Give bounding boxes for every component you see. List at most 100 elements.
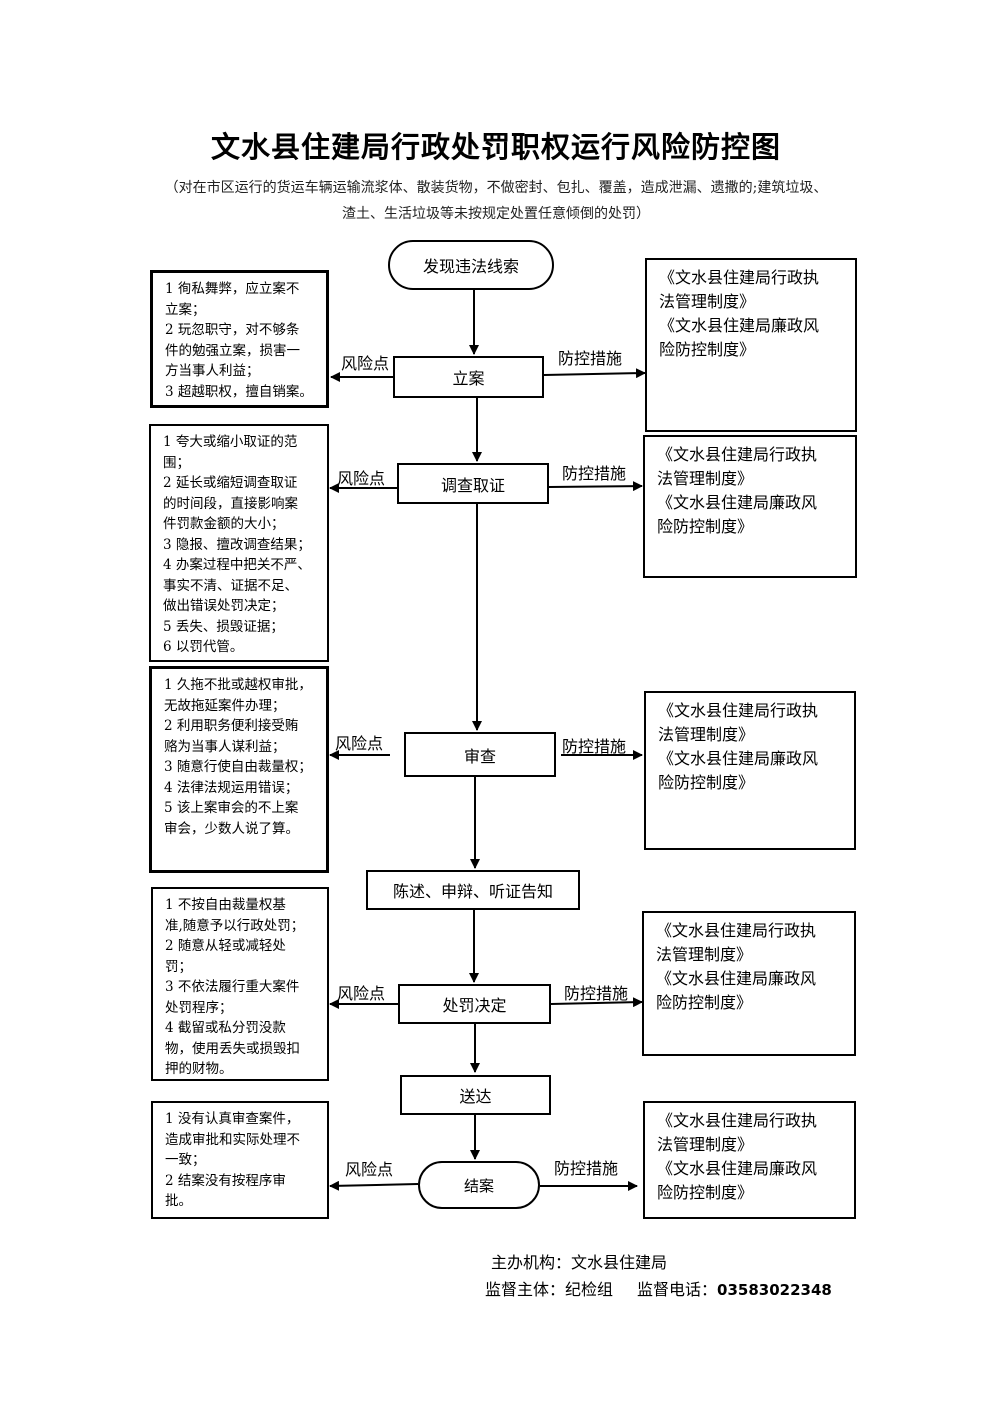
step-filing: 立案 (393, 356, 544, 398)
step-service: 送达 (400, 1075, 551, 1115)
risk-line: 2 随意从轻或减轻处 (165, 938, 286, 954)
measure-line: 《文水县住建局廉政风 (656, 969, 817, 988)
risk-line: 3 不依法履行重大案件 (165, 979, 300, 995)
risk-line: 3 随意行使自由裁量权； (164, 759, 312, 775)
risk-line: 5 丢失、损毁证据； (163, 618, 284, 635)
risk-box-decision: 1 不按自由裁量权基 准,随意予以行政处罚； 2 随意从轻或减轻处 罚； 3 不… (151, 887, 329, 1081)
measure-line: 《文水县住建局廉政风 (657, 1159, 818, 1178)
risk-line: 2 玩忽职守，对不够条 (165, 322, 300, 338)
measure-line: 《文水县住建局行政执 (658, 701, 819, 720)
measure-label-investigation: 防控措施 (562, 464, 627, 483)
risk-line: 审会，少数人说了算。 (164, 820, 299, 837)
measure-line: 险防控制度》 (657, 1183, 754, 1202)
risk-label-review: 风险点 (335, 734, 384, 753)
measure-label-decision: 防控措施 (564, 984, 629, 1003)
risk-line: 1 久拖不批或越权审批， (164, 677, 312, 693)
measure-box-review: 《文水县住建局行政执 法管理制度》 《文水县住建局廉政风 险防控制度》 (644, 691, 856, 850)
measure-box-close: 《文水县住建局行政执 法管理制度》 《文水县住建局廉政风 险防控制度》 (643, 1101, 856, 1219)
arrow-measure-investigation (548, 481, 643, 492)
risk-line: 事实不清、证据不足、 (163, 577, 298, 594)
step-service-label: 送达 (459, 1087, 492, 1106)
step-decision-label: 处罚决定 (442, 996, 507, 1015)
risk-line: 件罚款金额的大小； (163, 516, 285, 532)
measure-line: 险防控制度》 (656, 993, 753, 1012)
risk-line: 2 利用职务便利接受贿 (164, 718, 299, 734)
measure-line: 《文水县住建局行政执 (657, 1111, 818, 1130)
step-close: 结案 (418, 1161, 540, 1209)
risk-line: 5 该上案审会的不上案 (164, 800, 299, 816)
step-review-label: 审查 (463, 746, 496, 766)
step-filing-label: 立案 (452, 369, 485, 388)
risk-line: 方当事人利益； (165, 363, 260, 379)
measure-box-investigation: 《文水县住建局行政执 法管理制度》 《文水县住建局廉政风 险防控制度》 (643, 435, 857, 578)
arrow-measure-decision (550, 997, 643, 1008)
step-investigation: 调查取证 (397, 463, 549, 504)
measure-box-filing: 《文水县住建局行政执 法管理制度》 《文水县住建局廉政风 险防控制度》 (645, 258, 857, 432)
subtitle-line-1: （对在市区运行的货运车辆运输流浆体、散装货物，不做密封、包扎、覆盖，造成泄漏、遗… (164, 180, 828, 196)
measure-line: 《文水县住建局行政执 (659, 268, 820, 287)
footer-phone-label: 监督电话： (637, 1280, 718, 1299)
risk-line: 物，使用丢失或损毁扣 (165, 1040, 300, 1057)
risk-line: 6 以罚代管。 (163, 639, 244, 655)
risk-label-decision: 风险点 (337, 984, 386, 1003)
risk-line: 准,随意予以行政处罚； (165, 917, 305, 934)
risk-line: 1 夸大或缩小取证的范 (163, 434, 298, 450)
risk-line: 件的勉强立案，损害一 (165, 342, 300, 359)
arrow-measure-filing (543, 368, 646, 379)
start-node: 发现违法线索 (388, 240, 554, 290)
arrow-risk-close (329, 1180, 419, 1191)
footer-phone: 03583022348 (717, 1281, 832, 1299)
risk-line: 立案； (165, 301, 206, 318)
risk-line: 3 隐报、擅改调查结果； (163, 536, 311, 553)
risk-line: 4 截留或私分罚没款 (165, 1020, 286, 1036)
measure-line: 法管理制度》 (657, 469, 754, 488)
risk-line: 1 没有认真审查案件， (165, 1111, 300, 1127)
risk-line: 赂为当事人谋利益； (164, 738, 286, 755)
measure-label-review: 防控措施 (562, 737, 627, 756)
risk-label-close: 风险点 (345, 1160, 394, 1179)
measure-line: 险防控制度》 (658, 773, 755, 792)
measure-line: 法管理制度》 (657, 1135, 754, 1154)
measure-line: 险防控制度》 (657, 517, 754, 536)
step-review: 审查 (404, 732, 556, 777)
measure-label-filing: 防控措施 (558, 349, 623, 368)
measure-line: 《文水县住建局廉政风 (659, 316, 820, 335)
measure-line: 法管理制度》 (659, 292, 756, 311)
risk-label-investigation: 风险点 (337, 469, 386, 488)
measure-label-close: 防控措施 (554, 1159, 619, 1178)
measure-line: 《文水县住建局行政执 (657, 445, 818, 464)
step-notice-label: 陈述、申辩、听证告知 (392, 882, 553, 901)
risk-line: 一致； (165, 1152, 206, 1168)
measure-line: 《文水县住建局廉政风 (657, 493, 818, 512)
risk-line: 做出错误处罚决定； (163, 598, 285, 614)
risk-line: 造成审批和实际处理不 (165, 1131, 300, 1148)
risk-line: 2 延长或缩短调查取证 (163, 475, 298, 491)
risk-box-review: 1 久拖不批或越权审批， 无故拖延案件办理； 2 利用职务便利接受贿 赂为当事人… (149, 666, 329, 873)
step-notice: 陈述、申辩、听证告知 (366, 870, 580, 910)
measure-line: 法管理制度》 (658, 725, 755, 744)
risk-line: 围； (163, 454, 190, 471)
risk-line: 批。 (165, 1193, 192, 1209)
risk-line: 1 徇私舞弊，应立案不 (165, 281, 300, 297)
start-node-label: 发现违法线索 (422, 257, 519, 276)
risk-line: 2 结案没有按程序审 (165, 1172, 286, 1189)
risk-line: 1 不按自由裁量权基 (165, 897, 286, 913)
risk-line: 4 法律法规运用错误； (164, 779, 299, 796)
risk-line: 处罚程序； (165, 999, 233, 1016)
footer-supervision: 监督主体：纪检组 监督电话：03583022348 (485, 1276, 832, 1300)
step-close-label: 结案 (463, 1176, 494, 1195)
measure-line: 《文水县住建局行政执 (656, 921, 817, 940)
measure-box-decision: 《文水县住建局行政执 法管理制度》 《文水县住建局廉政风 险防控制度》 (642, 911, 856, 1056)
page-title: 文水县住建局行政处罚职权运行风险防控图 (210, 130, 781, 164)
risk-line: 3 超越职权，擅自销案。 (165, 383, 313, 400)
risk-line: 4 办案过程中把关不严、 (163, 557, 311, 573)
risk-line: 罚； (165, 958, 192, 975)
measure-line: 《文水县住建局廉政风 (658, 749, 819, 768)
subtitle-line-2: 渣土、生活垃圾等未按规定处置任意倾倒的处罚） (342, 206, 650, 222)
risk-box-filing: 1 徇私舞弊，应立案不 立案； 2 玩忽职守，对不够条 件的勉强立案，损害一 方… (150, 270, 329, 408)
step-decision: 处罚决定 (398, 984, 551, 1024)
risk-line: 的时间段，直接影响案 (163, 495, 298, 512)
footer-supervisor: 监督主体：纪检组 (485, 1280, 614, 1299)
risk-line: 无故拖延案件办理； (164, 697, 286, 714)
